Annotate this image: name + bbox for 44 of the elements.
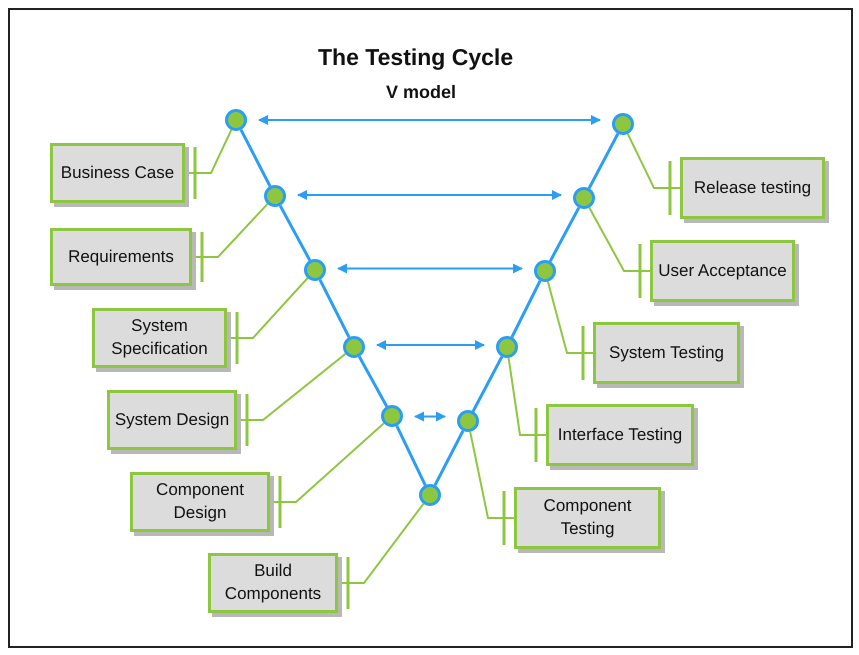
v-line — [434, 430, 464, 486]
milestone-dot — [225, 109, 247, 131]
milestone-dot — [457, 410, 479, 432]
milestone-dot — [496, 336, 518, 358]
stage-label: Component Design — [155, 479, 245, 524]
milestone-dot — [573, 187, 595, 209]
milestone-dot — [343, 336, 365, 358]
subtitle: V model — [386, 82, 456, 103]
leader-line — [546, 281, 593, 354]
v-line — [395, 425, 427, 486]
milestone-dot — [264, 185, 286, 207]
milestone-dot — [304, 259, 326, 281]
stage-label: System Design — [114, 408, 230, 431]
v-line — [588, 133, 620, 189]
double-arrow — [297, 190, 562, 200]
double-arrow — [258, 115, 601, 125]
title: The Testing Cycle — [318, 44, 514, 71]
milestone-dot — [534, 260, 556, 282]
v-line — [240, 129, 272, 187]
milestone-dot — [612, 113, 634, 135]
v-line — [472, 356, 504, 412]
double-arrow — [414, 412, 446, 422]
v-line — [510, 280, 542, 338]
leader-line — [469, 432, 514, 519]
v-line — [318, 279, 350, 338]
leader-line — [626, 133, 680, 189]
stage-label: System Specification — [110, 315, 209, 360]
milestone-dot — [381, 405, 403, 427]
stage-label: Business Case — [60, 162, 174, 184]
stage-label: Requirements — [68, 246, 174, 268]
leader-line — [508, 358, 546, 436]
v-line — [278, 204, 312, 262]
double-arrow — [337, 264, 523, 274]
double-arrow — [376, 340, 485, 350]
v-line — [358, 356, 388, 408]
leader-line — [588, 207, 650, 272]
milestone-dot — [419, 484, 441, 506]
stage-label: Build Components — [224, 560, 322, 605]
stage-label: Release testing — [694, 176, 812, 199]
stage-label: Component Testing — [542, 495, 632, 540]
v-line — [548, 207, 580, 262]
stage-label: Interface Testing — [558, 424, 682, 446]
stage-label: System Testing — [609, 342, 724, 364]
stage-label: User Acceptance — [658, 260, 787, 282]
